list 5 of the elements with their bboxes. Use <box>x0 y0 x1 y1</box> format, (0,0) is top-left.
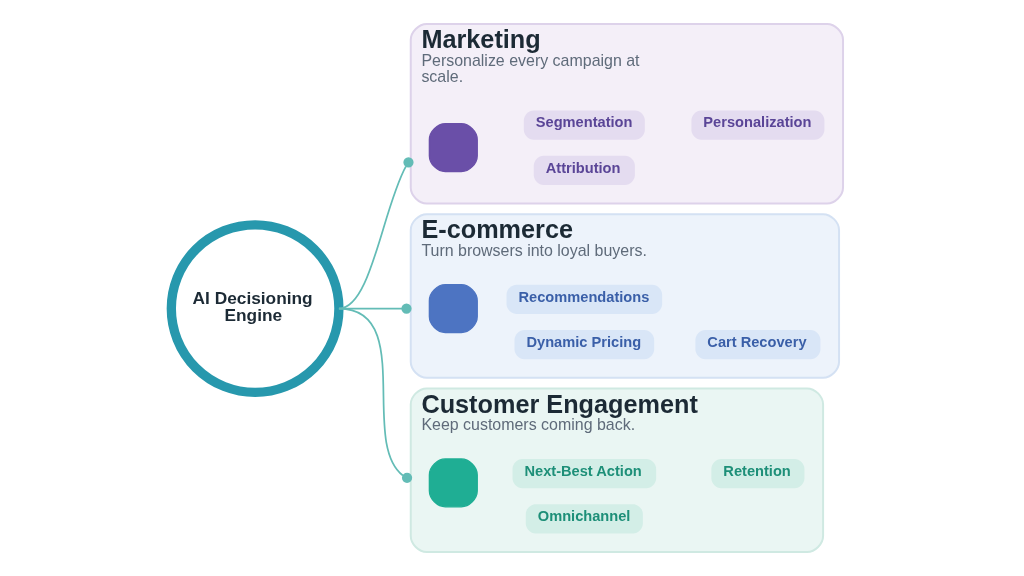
node-box <box>428 123 478 173</box>
node-circle: AI Decisioning Engine <box>166 220 344 398</box>
node-box <box>428 284 478 334</box>
node-box <box>428 458 478 508</box>
connector <box>337 307 412 483</box>
